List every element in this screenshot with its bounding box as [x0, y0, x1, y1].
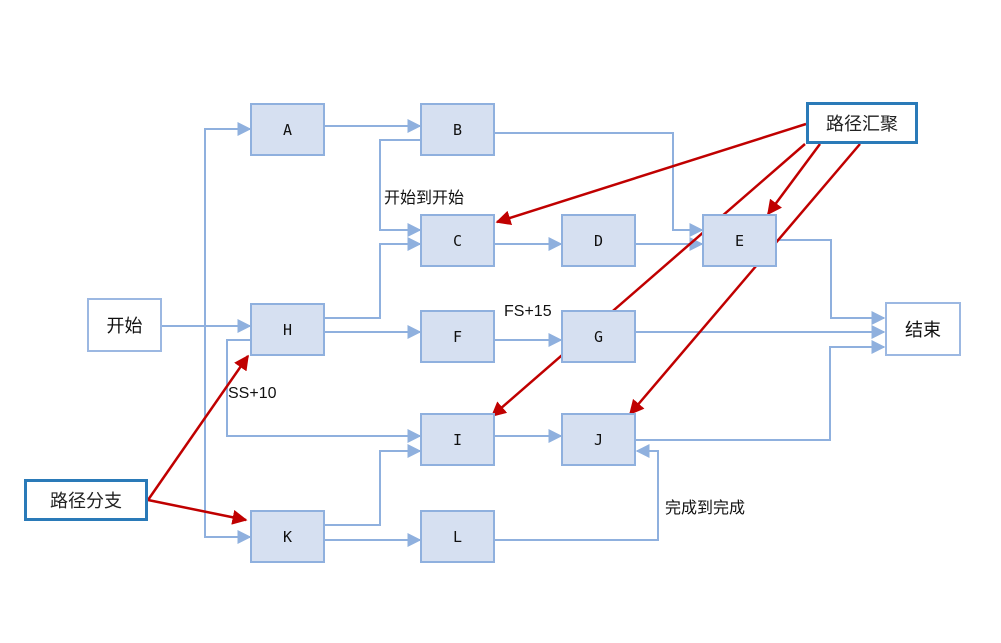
relation-label-fs-lag: FS+15 [504, 303, 552, 320]
annotation-merge-to-I [490, 143, 806, 417]
annotation-branch-to-H [146, 354, 250, 501]
task-node-i[interactable]: I [420, 413, 495, 466]
task-node-l[interactable]: L [420, 510, 495, 563]
task-node-a[interactable]: A [250, 103, 325, 156]
task-node-h[interactable]: H [250, 303, 325, 356]
connector-start-K [204, 326, 252, 544]
annotation-merge-to-J [629, 143, 861, 416]
task-node-f[interactable]: F [420, 310, 495, 363]
connector-B-C-ss [379, 139, 422, 237]
connector-K-I [324, 444, 422, 526]
connector-L-J-ff [494, 444, 659, 541]
task-node-b[interactable]: B [420, 103, 495, 156]
task-node-d[interactable]: D [561, 214, 636, 267]
callout-path-branch[interactable]: 路径分支 [24, 479, 148, 521]
connector-H-C [324, 237, 422, 319]
relation-label-start-to-start: 开始到开始 [384, 188, 465, 207]
connector-start-A [204, 122, 252, 326]
connector-J-end [635, 340, 886, 441]
relation-label-finish-to-finish: 完成到完成 [665, 498, 746, 517]
start-node[interactable]: 开始 [87, 298, 162, 352]
relation-label-ss-lag: SS+10 [228, 385, 277, 402]
connector-E-end [776, 239, 886, 325]
annotation-branch-to-K [147, 498, 248, 525]
annotation-merge-to-E [766, 143, 822, 216]
task-node-c[interactable]: C [420, 214, 495, 267]
task-node-j[interactable]: J [561, 413, 636, 466]
annotation-merge-to-C [495, 122, 807, 226]
end-node[interactable]: 结束 [885, 302, 961, 356]
task-node-g[interactable]: G [561, 310, 636, 363]
callout-path-merge[interactable]: 路径汇聚 [806, 102, 918, 144]
task-node-k[interactable]: K [250, 510, 325, 563]
task-node-e[interactable]: E [702, 214, 777, 267]
connector-B-E [494, 132, 704, 237]
